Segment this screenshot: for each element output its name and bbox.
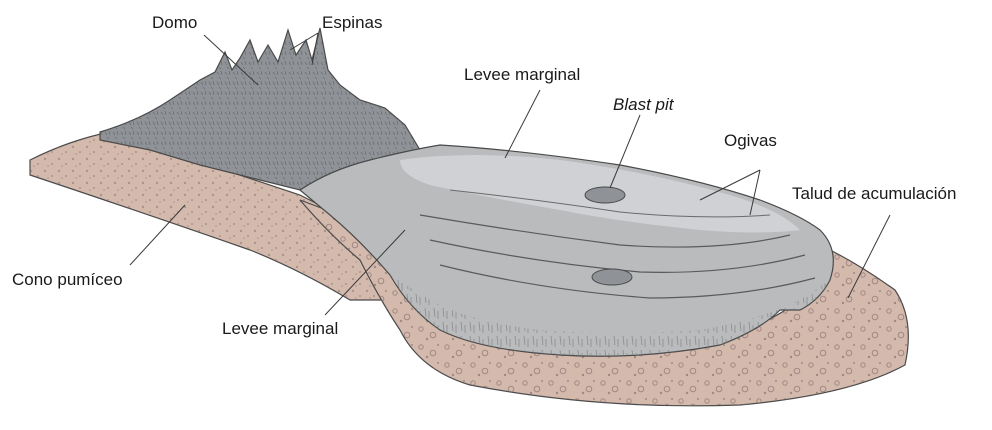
label-levee-marginal-top: Levee marginal: [464, 66, 580, 83]
label-ogivas: Ogivas: [724, 132, 777, 149]
label-levee-marginal-bottom: Levee marginal: [222, 320, 338, 337]
label-talud-de-acumulacion: Talud de acumulación: [792, 185, 956, 202]
lava-flow: [300, 145, 833, 356]
label-domo: Domo: [152, 14, 197, 31]
label-espinas: Espinas: [322, 14, 382, 31]
label-cono-pumiceo: Cono pumíceo: [12, 271, 123, 288]
label-blast-pit: Blast pit: [613, 96, 673, 113]
